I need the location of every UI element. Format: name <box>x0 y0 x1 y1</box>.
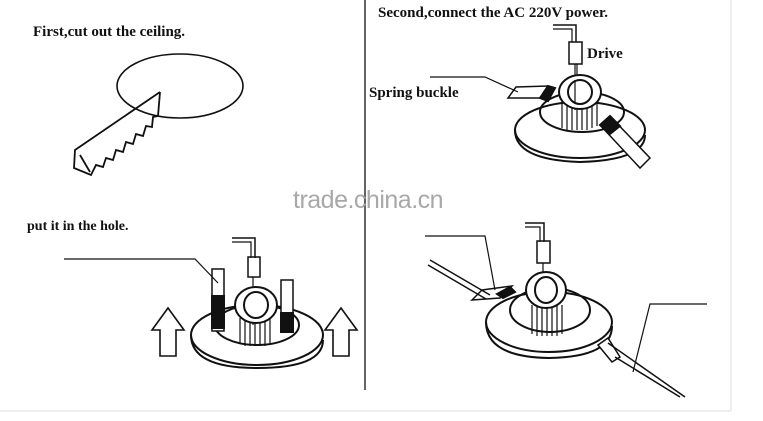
installed-illustration <box>425 222 707 398</box>
ceiling-line <box>607 342 686 398</box>
saw-icon <box>73 91 161 177</box>
step-3-text: put it in the hole. <box>27 219 129 234</box>
watermark: trade.china.cn <box>293 186 444 214</box>
driver-box <box>568 41 583 65</box>
ceiling-line <box>429 259 491 296</box>
up-arrow-icon <box>150 306 186 357</box>
step-2-text: Second,connect the AC 220V power. <box>378 5 609 21</box>
step-1-text: First,cut out the ceiling. <box>33 24 186 40</box>
drive-label: Drive <box>587 46 623 62</box>
insert-in-hole-illustration <box>64 237 359 370</box>
spring-buckle-leader <box>430 76 519 93</box>
ceiling-hole-illustration <box>73 53 244 177</box>
connect-power-illustration <box>430 24 652 170</box>
up-arrow-icon <box>323 306 359 357</box>
spring-buckle-label: Spring buckle <box>369 85 459 101</box>
